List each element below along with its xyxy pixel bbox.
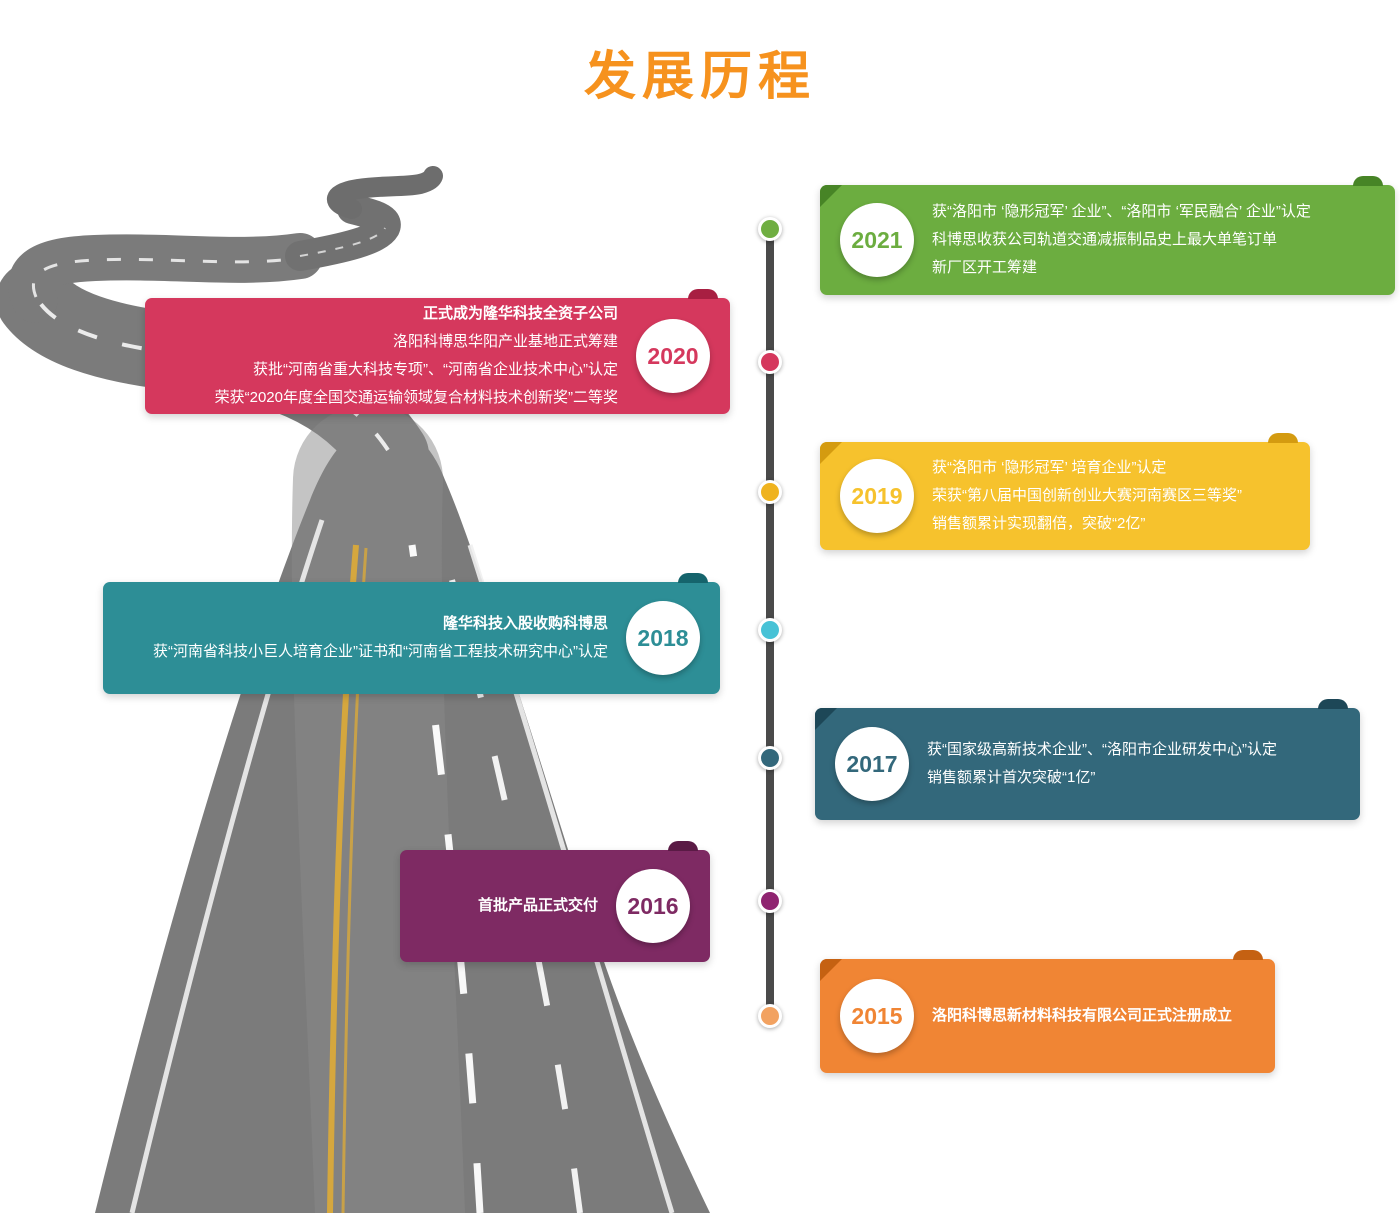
- ribbon-curl: [1233, 950, 1263, 960]
- card-line: 销售额累计首次突破“1亿”: [927, 769, 1096, 786]
- card-text: 正式成为隆华科技全资子公司 洛阳科博思华阳产业基地正式筹建 获批“河南省重大科技…: [159, 298, 618, 414]
- lane-dashed-line-upper-band: [32, 256, 299, 298]
- card-line: 销售额累计实现翻倍，突破“2亿”: [932, 515, 1146, 532]
- year-badge: 2018: [626, 601, 700, 675]
- year-badge: 2015: [840, 979, 914, 1053]
- timeline-dot-2021: [758, 217, 782, 241]
- timeline-dot-2020: [758, 350, 782, 374]
- ribbon-curl: [1268, 433, 1298, 443]
- ribbon-curl: [688, 289, 718, 299]
- road-wear-streak: [291, 405, 465, 1213]
- card-line: 荣获“第八届中国创新创业大赛河南赛区三等奖”: [932, 487, 1242, 504]
- year-badge: 2021: [840, 203, 914, 277]
- card-text: 获“国家级高新技术企业”、“洛阳市企业研发中心”认定 销售额累计首次突破“1亿”: [927, 708, 1346, 820]
- card-line: 获“洛阳市 ‘隐形冠军’ 培育企业”认定: [932, 459, 1167, 476]
- timeline-dot-2016: [758, 889, 782, 913]
- card-text: 首批产品正式交付: [414, 850, 598, 962]
- card-line: 获批“河南省重大科技专项”、“河南省企业技术中心”认定: [253, 361, 618, 378]
- timeline-card-2018: 2018 隆华科技入股收购科博思 获“河南省科技小巨人培育企业”证书和“河南省工…: [103, 573, 720, 694]
- year-badge: 2019: [840, 459, 914, 533]
- timeline-card-2020: 2020 正式成为隆华科技全资子公司 洛阳科博思华阳产业基地正式筹建 获批“河南…: [145, 289, 730, 414]
- card-line: 隆华科技入股收购科博思: [442, 615, 608, 632]
- timeline-dot-2015: [758, 1004, 782, 1028]
- card-line: 获“洛阳市 ‘隐形冠军’ 企业”、“洛阳市 ‘军民融合’ 企业”认定: [932, 203, 1311, 220]
- road-surface-upper-band: [8, 233, 323, 323]
- ribbon-curl: [678, 573, 708, 583]
- year-badge: 2016: [616, 869, 690, 943]
- ribbon-fold: [820, 959, 842, 981]
- timeline-card-2021: 2021 获“洛阳市 ‘隐形冠军’ 企业”、“洛阳市 ‘军民融合’ 企业”认定 …: [820, 176, 1395, 295]
- timeline-dot-2018: [758, 618, 782, 642]
- lane-dashed-line-squiggle: [299, 227, 386, 257]
- card-line: 正式成为隆华科技全资子公司: [422, 305, 618, 322]
- card-line: 洛阳科博思新材料科技有限公司正式注册成立: [932, 1007, 1233, 1024]
- ribbon-fold: [820, 442, 842, 464]
- card-line: 洛阳科博思华阳产业基地正式筹建: [392, 333, 618, 350]
- card-text: 隆华科技入股收购科博思 获“河南省科技小巨人培育企业”证书和“河南省工程技术研究…: [117, 582, 608, 694]
- page-title: 发展历程: [583, 48, 816, 106]
- card-line: 荣获“2020年度全国交通运输领域复合材料技术创新奖”二等奖: [214, 389, 618, 406]
- year-badge: 2017: [835, 727, 909, 801]
- ribbon-fold: [815, 708, 837, 730]
- timeline-card-2015: 2015 洛阳科博思新材料科技有限公司正式注册成立: [820, 950, 1275, 1073]
- road-surface-squiggle-2: [327, 166, 443, 219]
- card-line: 获“河南省科技小巨人培育企业”证书和“河南省工程技术研究中心”认定: [153, 643, 608, 660]
- timeline-card-2019: 2019 获“洛阳市 ‘隐形冠军’ 培育企业”认定 荣获“第八届中国创新创业大赛…: [820, 433, 1310, 550]
- timeline-dot-2019: [758, 480, 782, 504]
- card-line: 新厂区开工筹建: [932, 259, 1038, 276]
- ribbon-curl: [1353, 176, 1383, 186]
- card-line: 获“国家级高新技术企业”、“洛阳市企业研发中心”认定: [927, 741, 1277, 758]
- card-text: 获“洛阳市 ‘隐形冠军’ 培育企业”认定 荣获“第八届中国创新创业大赛河南赛区三…: [932, 442, 1296, 550]
- ribbon-curl: [1318, 699, 1348, 709]
- timeline-card-2017: 2017 获“国家级高新技术企业”、“洛阳市企业研发中心”认定 销售额累计首次突…: [815, 699, 1360, 820]
- timeline-card-2016: 2016 首批产品正式交付: [400, 841, 710, 962]
- ribbon-curl: [668, 841, 698, 851]
- ribbon-fold: [820, 185, 842, 207]
- year-badge: 2020: [636, 319, 710, 393]
- timeline-dot-2017: [758, 746, 782, 770]
- card-line: 首批产品正式交付: [477, 897, 598, 914]
- card-line: 科博思收获公司轨道交通减振制品史上最大单笔订单: [932, 231, 1278, 248]
- card-text: 获“洛阳市 ‘隐形冠军’ 企业”、“洛阳市 ‘军民融合’ 企业”认定 科博思收获…: [932, 185, 1381, 295]
- card-text: 洛阳科博思新材料科技有限公司正式注册成立: [932, 959, 1261, 1073]
